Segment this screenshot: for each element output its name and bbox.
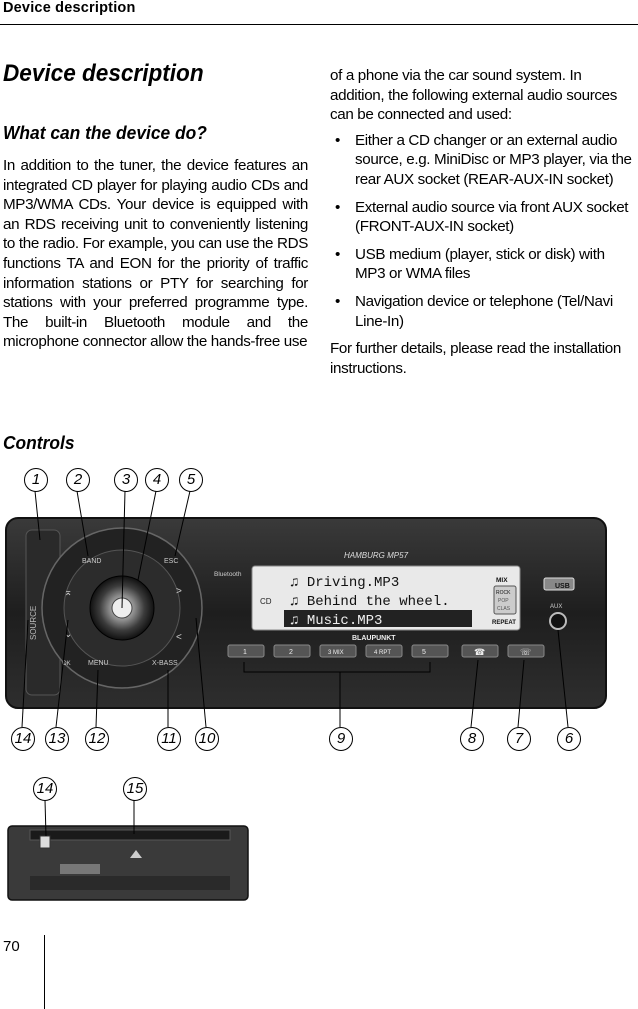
header-rule <box>0 24 638 25</box>
main-title: Device description <box>3 60 204 87</box>
usb-port[interactable] <box>543 577 575 591</box>
eject-icon <box>130 850 142 858</box>
intro-paragraph: In addition to the tuner, the device fea… <box>3 157 308 351</box>
bluetooth-label: Bluetooth <box>214 571 242 578</box>
external-sources-list: Either a CD changer or an external audio… <box>330 131 635 331</box>
connector-strip <box>60 864 100 874</box>
eq-clas: CLAS <box>497 606 511 612</box>
preset-4-button[interactable] <box>365 644 403 658</box>
preset-5-button[interactable] <box>411 644 449 658</box>
preset-buttons: 1 2 3 MIX 4 RPT 5 ☎ ☏ <box>227 644 545 658</box>
display-highlight <box>284 610 472 627</box>
footer-rule <box>44 935 45 1009</box>
preset-2-label: 2 <box>289 649 293 656</box>
list-item: Either a CD changer or an external audio… <box>330 131 635 190</box>
section-heading-what: What can the device do? <box>3 122 207 143</box>
model-label: HAMBURG MP57 <box>344 551 409 560</box>
callout-9: 9 <box>329 727 353 751</box>
right-column: of a phone via the car sound system. In … <box>330 66 635 378</box>
aux-socket[interactable] <box>549 612 567 630</box>
arrow-left-icon[interactable]: < <box>176 632 182 643</box>
leader-line-14-lower <box>44 799 47 837</box>
preset-1-label: 1 <box>243 649 247 656</box>
mix-indicator: MIX <box>496 577 508 584</box>
usb-label: USB <box>555 583 570 590</box>
leader-lines <box>21 490 569 728</box>
call-end-button[interactable] <box>507 644 545 658</box>
xbass-button[interactable]: X-BASS <box>152 660 178 667</box>
callout-2: 2 <box>66 468 90 492</box>
callout-15: 15 <box>123 777 147 801</box>
preset-bracket <box>243 662 431 727</box>
list-item: Navigation device or telephone (Tel/Navi… <box>330 292 635 331</box>
callout-7: 7 <box>507 727 531 751</box>
aux-label: AUX <box>550 604 562 610</box>
preset-2-button[interactable] <box>273 644 311 658</box>
menu-button[interactable]: MENU <box>88 660 109 667</box>
preset-5-label: 5 <box>422 649 426 656</box>
arrow-down-icon[interactable]: ⌄ <box>64 629 72 640</box>
list-item: USB medium (player, stick or disk) with … <box>330 245 635 284</box>
repeat-indicator: REPEAT <box>492 620 516 626</box>
callout-8: 8 <box>460 727 484 751</box>
source-label: SOURCE <box>29 606 38 640</box>
display-line-3: ♫ Music.MP3 <box>290 613 382 629</box>
callout-11: 11 <box>157 727 181 751</box>
eq-pop: POP <box>498 598 509 604</box>
arrow-up-icon[interactable]: ⌅ <box>64 587 72 598</box>
callout-13: 13 <box>45 727 69 751</box>
section-heading-controls: Controls <box>3 432 75 453</box>
arrow-right-icon[interactable]: > <box>176 586 182 597</box>
callout-14-lower: 14 <box>33 777 57 801</box>
preset-3-button[interactable] <box>319 644 357 658</box>
eq-rock: ROCK <box>496 590 511 596</box>
callout-4: 4 <box>145 468 169 492</box>
phone-end-icon: ☏ <box>520 647 531 657</box>
callout-3: 3 <box>114 468 138 492</box>
device-front-panel-figure: SOURCE BAND ESC MENU X-BASS OK ⌅ ⌄ > < H… <box>5 490 607 901</box>
chassis-base <box>30 876 230 890</box>
callout-6: 6 <box>557 727 581 751</box>
release-button[interactable] <box>39 835 51 849</box>
page-number: 70 <box>3 938 20 955</box>
callout-14: 14 <box>11 727 35 751</box>
continuation-paragraph: of a phone via the car sound system. In … <box>330 67 617 124</box>
eq-box <box>493 585 517 615</box>
callout-10: 10 <box>195 727 219 751</box>
band-button[interactable]: BAND <box>82 558 101 565</box>
cd-slot <box>29 829 231 841</box>
cd-icon: CD <box>260 597 272 606</box>
preset-4-label: 4 RPT <box>374 650 391 656</box>
call-accept-button[interactable] <box>461 644 499 658</box>
closing-paragraph: For further details, please read the ins… <box>330 340 621 377</box>
preset-1-button[interactable] <box>227 644 265 658</box>
running-header: Device description <box>3 0 136 16</box>
brand-logo: BLAUPUNKT <box>352 635 396 642</box>
ok-button[interactable]: OK <box>62 661 71 667</box>
callout-5: 5 <box>179 468 203 492</box>
esc-button[interactable]: ESC <box>164 558 178 565</box>
callout-12: 12 <box>85 727 109 751</box>
preset-3-label: 3 MIX <box>328 650 344 656</box>
callout-1: 1 <box>24 468 48 492</box>
list-item: External audio source via front AUX sock… <box>330 198 635 237</box>
display-line-2: ♫ Behind the wheel. <box>290 594 450 610</box>
display-line-1: ♫ Driving.MP3 <box>290 575 399 591</box>
phone-accept-icon: ☎ <box>474 647 485 657</box>
